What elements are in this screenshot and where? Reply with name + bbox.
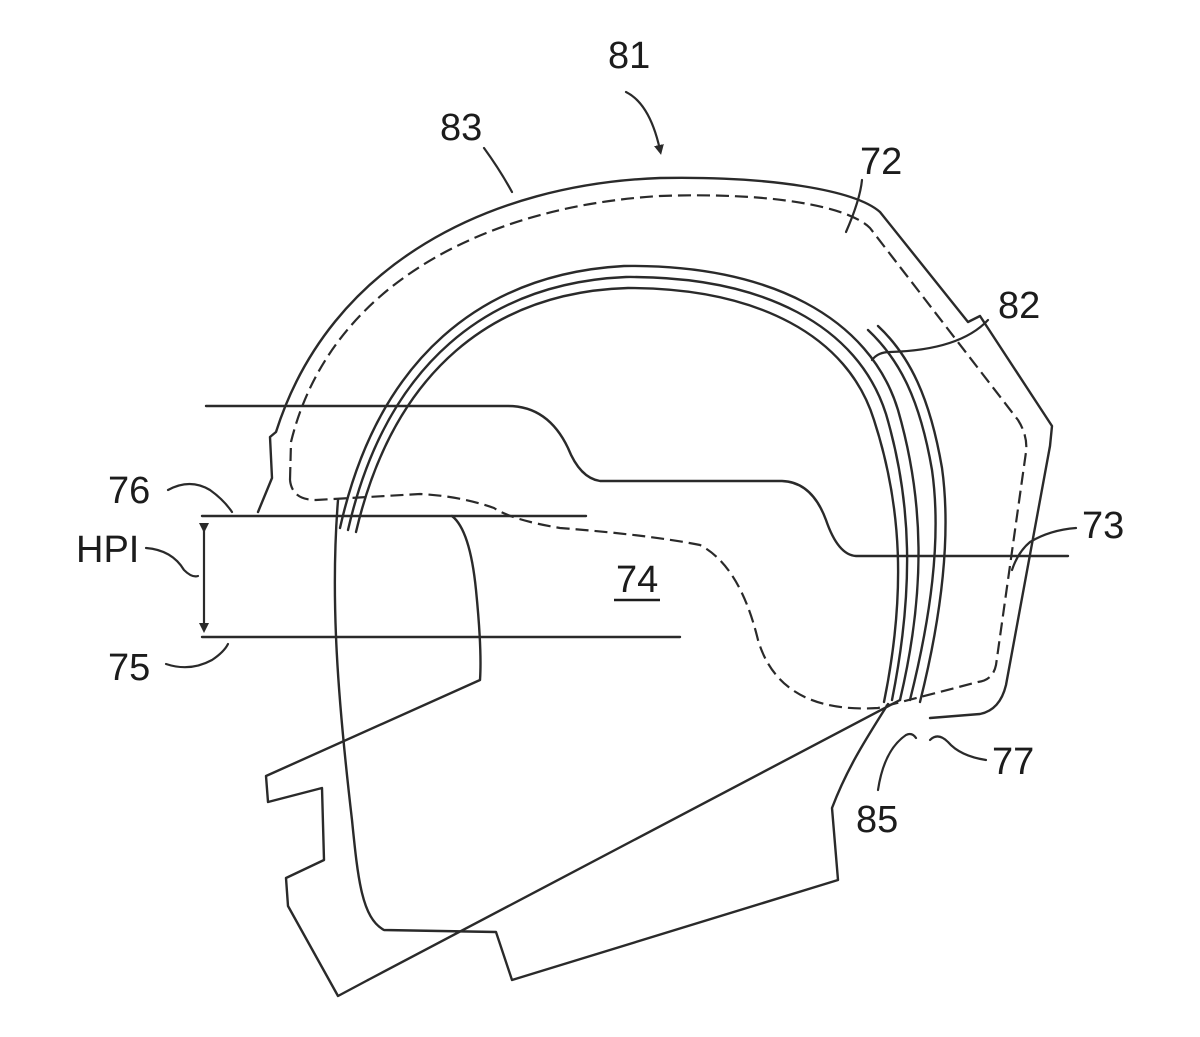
face-opening-line-middle bbox=[346, 275, 909, 702]
goggle-band-profile bbox=[204, 404, 1070, 558]
inner-liner-dashed bbox=[288, 194, 1028, 710]
face-opening-line-inner bbox=[354, 286, 900, 704]
leader-72 bbox=[844, 178, 864, 234]
label-72: 72 bbox=[860, 141, 902, 183]
leader-77 bbox=[928, 735, 988, 762]
label-73: 73 bbox=[1082, 505, 1124, 547]
face-opening-line-outer bbox=[338, 264, 920, 702]
leader-81 bbox=[624, 90, 664, 155]
label-81: 81 bbox=[608, 35, 650, 77]
leader-75 bbox=[164, 642, 230, 669]
label-83: 83 bbox=[440, 107, 482, 149]
label-85: 85 bbox=[856, 799, 898, 841]
label-74: 74 bbox=[616, 559, 658, 601]
rear-inner-line-b bbox=[876, 324, 947, 704]
leader-82 bbox=[870, 318, 990, 362]
leader-76 bbox=[166, 482, 234, 514]
label-hpi: HPI bbox=[76, 529, 139, 571]
label-76: 76 bbox=[108, 470, 150, 512]
leader-85 bbox=[876, 732, 918, 792]
outer-shell-outline bbox=[256, 176, 1054, 720]
label-82: 82 bbox=[998, 285, 1040, 327]
goggle-lens-frame bbox=[264, 514, 482, 998]
leader-73 bbox=[1010, 526, 1078, 572]
leader-83 bbox=[482, 146, 514, 194]
label-75: 75 bbox=[108, 647, 150, 689]
label-77: 77 bbox=[992, 741, 1034, 783]
visor-outline bbox=[333, 498, 890, 982]
chin-bar-edge bbox=[366, 698, 902, 982]
rear-inner-line-a bbox=[866, 328, 937, 702]
leader-hpi bbox=[144, 546, 200, 578]
